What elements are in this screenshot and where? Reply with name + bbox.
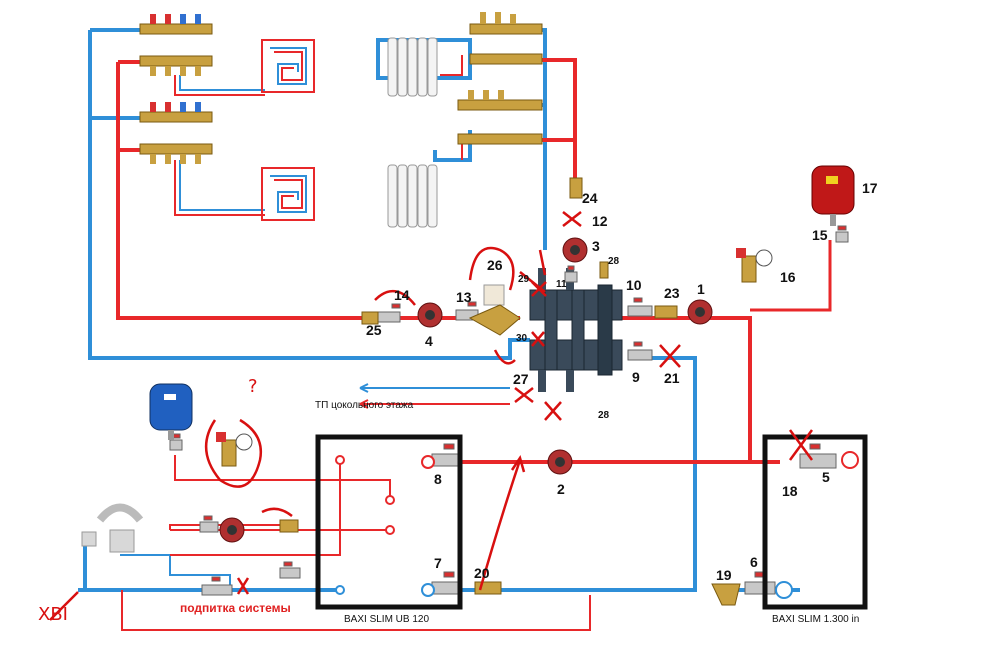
label-29: 29 — [518, 274, 530, 285]
x-18 — [788, 429, 814, 461]
label-10: 10 — [626, 277, 642, 293]
label-13: 13 — [456, 289, 472, 305]
radiator-top — [387, 37, 438, 97]
label-23: 23 — [664, 285, 680, 301]
caption-system-makeup: подпитка системы — [180, 601, 291, 615]
boiler-frame-right — [762, 434, 868, 610]
label-2: 2 — [557, 481, 565, 497]
floor-manifold-bottom — [139, 102, 213, 164]
label-28-bottom: 28 — [598, 410, 610, 421]
cold-pipe-thin-coil2 — [179, 160, 265, 211]
label-11: 11 — [556, 279, 567, 290]
pump-1 — [687, 299, 713, 325]
arrow-xvi — [49, 591, 79, 621]
arrow-left-pipe — [493, 349, 516, 365]
mixing-valve-26 — [468, 284, 521, 336]
label-20: 20 — [474, 565, 490, 581]
ball-valves — [169, 225, 849, 596]
caption-basement-floor-heating: ТП цокольного этажа — [315, 400, 414, 411]
circle-safety-left — [204, 418, 263, 488]
label-14: 14 — [394, 287, 410, 303]
caption-boiler-right: BAXI SLIM 1.300 in — [772, 614, 859, 625]
label-15: 15 — [812, 227, 828, 243]
arrow-20 — [478, 455, 526, 591]
hot-pipe-manifold-right — [620, 316, 780, 464]
hot-pipe-thin-coil2 — [174, 160, 265, 216]
label-1: 1 — [697, 281, 705, 297]
radiator-bottom — [387, 164, 438, 228]
hot-pipe-thin-coil1 — [174, 75, 265, 96]
x-29 — [531, 281, 547, 297]
label-6: 6 — [750, 554, 758, 570]
pump-4 — [417, 302, 443, 328]
arrow-14 — [374, 290, 416, 306]
expansion-tank-17 — [811, 165, 855, 226]
label-18: 18 — [782, 483, 798, 499]
label-21: 21 — [664, 370, 680, 386]
hot-pipe-circ-top — [169, 524, 290, 530]
hot-pipe-circ-low — [170, 460, 341, 556]
cold-pipe-radiator-top — [376, 38, 472, 80]
hot-pipe-right-top — [490, 58, 577, 185]
cold-pipe-return-right — [620, 356, 697, 592]
caption-boiler-left: BAXI SLIM UB 120 — [344, 614, 429, 625]
label-17: 17 — [862, 180, 878, 196]
cold-pipe-thin-coil1 — [179, 75, 265, 91]
label-4: 4 — [425, 333, 433, 349]
underfloor-coil-bottom — [261, 167, 315, 221]
hot-pipe-bottom-loop — [121, 590, 591, 631]
label-8: 8 — [434, 471, 442, 487]
hot-pipe-expansion — [750, 240, 832, 312]
radiator-manifold-bottom — [457, 90, 543, 145]
boiler-ports — [335, 451, 859, 599]
x-makeup — [236, 577, 250, 595]
x-28 — [544, 401, 562, 421]
label-28-top: 28 — [608, 256, 620, 267]
label-16: 16 — [780, 269, 796, 285]
arrow-25-up — [538, 249, 547, 276]
safety-group-left — [216, 432, 253, 467]
x-30 — [531, 331, 545, 347]
x-12 — [562, 211, 582, 227]
basement-arrows — [359, 383, 369, 409]
pump-3 — [562, 237, 588, 263]
label-26: 26 — [487, 257, 503, 273]
label-27: 27 — [513, 371, 529, 387]
hand-annotations — [49, 211, 814, 621]
hand-question-mark: ? — [248, 376, 258, 397]
label-30: 30 — [516, 333, 528, 344]
pump-2 — [547, 449, 573, 475]
faucet — [81, 503, 144, 553]
label-25: 25 — [366, 322, 382, 338]
expansion-tank-left — [149, 383, 193, 440]
cold-pipe-circ — [120, 554, 231, 590]
x-21 — [659, 344, 681, 368]
safety-group-16 — [736, 248, 773, 283]
label-3: 3 — [592, 238, 600, 254]
x-27 — [514, 387, 534, 403]
label-24: 24 — [582, 190, 598, 206]
cold-pipe-radiator-bottom — [433, 130, 472, 162]
hand-xvi: ХВI — [38, 604, 68, 625]
brass-fittings — [279, 177, 678, 595]
hydraulic-manifold — [529, 268, 623, 392]
hot-pipe-radiator-top — [440, 55, 463, 76]
label-12: 12 — [592, 213, 608, 229]
label-7: 7 — [434, 555, 442, 571]
arrow-circ — [261, 507, 293, 517]
arrow-26 — [468, 246, 515, 291]
pump-circulation — [219, 517, 245, 543]
hot-pipe-main-left — [116, 62, 380, 320]
label-5: 5 — [822, 469, 830, 485]
underfloor-coil-top — [261, 39, 315, 93]
floor-manifold-top — [139, 14, 213, 76]
label-19: 19 — [716, 567, 732, 583]
hot-pipe-tank-link — [174, 455, 391, 500]
label-9: 9 — [632, 369, 640, 385]
strainer-19 — [711, 583, 741, 606]
cold-pipe-main-left — [88, 30, 530, 360]
radiator-manifold-top — [469, 12, 543, 65]
boiler-frame-left — [315, 434, 463, 610]
